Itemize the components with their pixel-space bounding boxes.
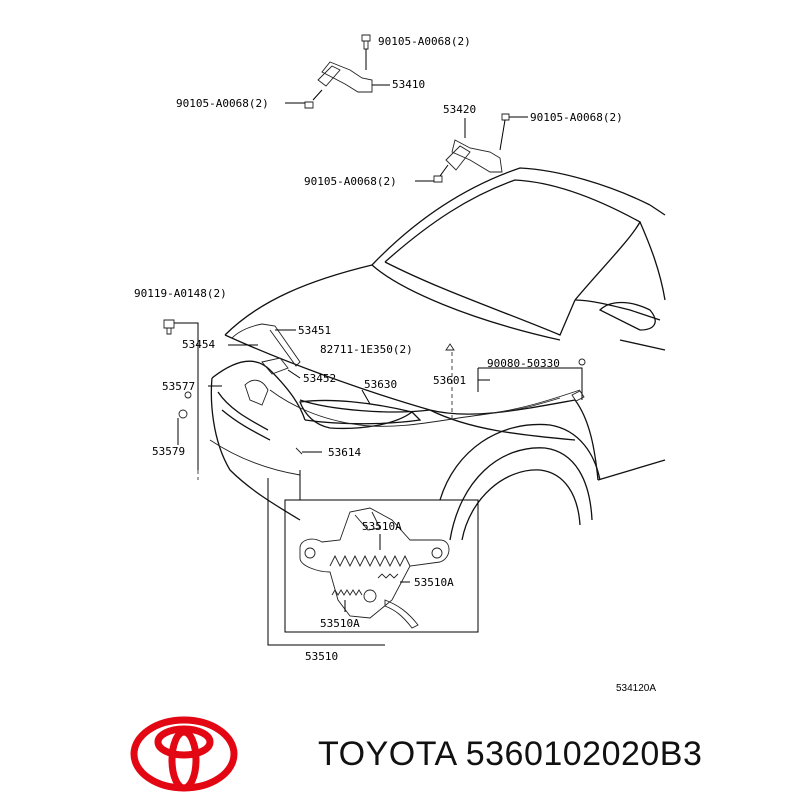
brand-part-number: TOYOTA 5360102020B3 — [318, 735, 703, 773]
label-bolt-right-hinge-bottom: 90105-A0068(2) — [304, 175, 397, 188]
label-bolt-top: 90105-A0068(2) — [378, 35, 471, 48]
car-body-outline — [209, 167, 666, 541]
label-stay: 53451 — [298, 324, 331, 337]
label-lock-part-top: 53510A — [362, 520, 402, 533]
hood-support-parts — [163, 319, 586, 480]
label-lock-cover: 53614 — [328, 446, 361, 459]
label-stay-bracket: 53454 — [182, 338, 215, 351]
label-clip: 82711-1E350(2) — [320, 343, 413, 356]
toyota-logo-icon — [130, 716, 238, 792]
label-holder: 53452 — [303, 372, 336, 385]
label-bolt-left-hinge: 90105-A0068(2) — [176, 97, 269, 110]
label-cable-clamp: 90080-50330 — [487, 357, 560, 370]
label-cushion-b: 53579 — [152, 445, 185, 458]
label-bolt-support: 90119-A0148(2) — [134, 287, 227, 300]
label-lock-part-right: 53510A — [414, 576, 454, 589]
label-bolt-right-hinge-top: 90105-A0068(2) — [530, 111, 623, 124]
part-labels: 90105-A0068(2) 53410 90105-A0068(2) 5342… — [134, 35, 623, 663]
figure-code: 534120A — [616, 683, 657, 694]
hood-lock-inset — [267, 470, 479, 646]
label-cable: 53601 — [433, 374, 466, 387]
label-hinge-left: 53410 — [392, 78, 425, 91]
label-hinge-right: 53420 — [443, 103, 476, 116]
label-hood-lock-assy: 53510 — [305, 650, 338, 663]
label-cushion-a: 53577 — [162, 380, 195, 393]
label-lock-part-bottom: 53510A — [320, 617, 360, 630]
label-release-cable: 53630 — [364, 378, 397, 391]
hood-hinges — [285, 34, 528, 183]
